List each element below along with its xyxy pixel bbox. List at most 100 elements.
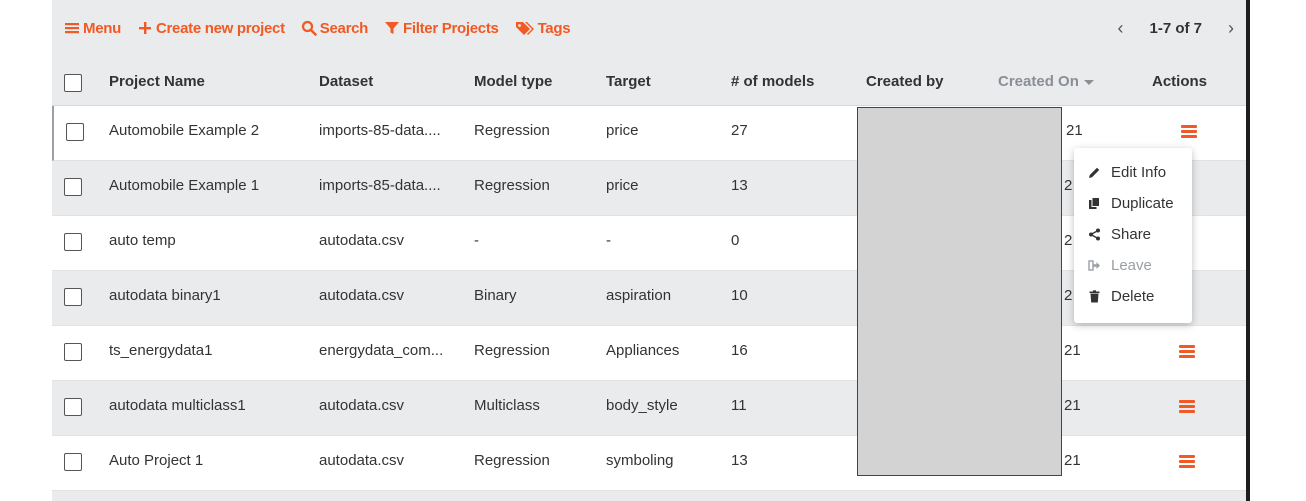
column-created-by[interactable]: Created by (866, 73, 944, 90)
created-on: 2 (1064, 287, 1073, 304)
created-on: 21 (1064, 342, 1081, 359)
select-all-checkbox[interactable] (64, 74, 82, 92)
target: - (606, 232, 611, 249)
dataset-name: autodata.csv (319, 397, 405, 414)
column-project-name[interactable]: Project Name (109, 73, 205, 90)
model-type: Binary (474, 287, 517, 304)
row-checkbox[interactable] (66, 123, 84, 141)
share-menu-item[interactable]: Share (1074, 219, 1192, 250)
models-count: 10 (731, 287, 748, 304)
target: price (606, 122, 639, 139)
table-row[interactable]: autodata multiclass1 autodata.csv Multic… (52, 381, 1246, 436)
create-project-button[interactable]: Create new project (137, 20, 285, 37)
table-row[interactable]: Automobile Example 2 imports-85-data....… (52, 106, 1246, 161)
duplicate-label: Duplicate (1111, 195, 1174, 212)
project-name[interactable]: Automobile Example 2 (109, 122, 260, 139)
target: Appliances (606, 342, 680, 359)
dataset-name: autodata.csv (319, 232, 405, 249)
target: aspiration (606, 287, 672, 304)
window-edge (1246, 0, 1250, 501)
sort-desc-icon (1083, 79, 1094, 85)
row-actions-menu-icon[interactable] (1179, 400, 1195, 413)
model-type: - (474, 232, 479, 249)
row-actions-menu-icon[interactable] (1179, 455, 1195, 468)
redacted-created-by (857, 107, 1062, 476)
row-checkbox[interactable] (64, 343, 82, 361)
models-count: 16 (731, 342, 748, 359)
target: body_style (606, 397, 678, 414)
created-on: 2 (1064, 232, 1073, 249)
tags-icon (515, 20, 535, 36)
search-icon (301, 20, 317, 36)
pagination: ‹ 1-7 of 7 › (1105, 0, 1246, 56)
row-checkbox[interactable] (64, 453, 82, 471)
column-num-models[interactable]: # of models (731, 73, 815, 90)
duplicate-menu-item[interactable]: Duplicate (1074, 188, 1192, 219)
prev-page-button[interactable]: ‹ (1117, 17, 1124, 38)
created-on: 21 (1064, 452, 1081, 469)
column-created-on[interactable]: Created On (998, 56, 1094, 106)
column-model-type[interactable]: Model type (474, 73, 553, 90)
dataset-name: autodata.csv (319, 452, 405, 469)
edit-info-menu-item[interactable]: Edit Info (1074, 157, 1192, 188)
tags-button[interactable]: Tags (515, 20, 571, 37)
models-count: 0 (731, 232, 740, 249)
model-type: Regression (474, 342, 550, 359)
created-on-label: Created On (998, 73, 1079, 90)
target: symboling (606, 452, 674, 469)
table-row[interactable]: ts_energydata1 energydata_com... Regress… (52, 326, 1246, 381)
table-row[interactable]: Auto Project 1 autodata.csv Regression s… (52, 436, 1246, 491)
table-row[interactable]: autodata binary1 autodata.csv Binary asp… (52, 271, 1246, 326)
share-label: Share (1111, 226, 1152, 243)
created-on: 2 (1064, 177, 1073, 194)
project-name[interactable]: ts_energydata1 (109, 342, 213, 359)
delete-menu-item[interactable]: Delete (1074, 281, 1192, 312)
project-name[interactable]: autodata multiclass1 (109, 397, 246, 414)
table-footer (52, 491, 1246, 501)
dataset-name: imports-85-data.... (319, 177, 441, 194)
model-type: Regression (474, 177, 550, 194)
edit-info-label: Edit Info (1111, 164, 1167, 181)
leave-menu-item: Leave (1074, 250, 1192, 281)
row-actions-dropdown: Edit Info Duplicate Share Leave Delete (1074, 148, 1192, 323)
plus-icon (137, 20, 153, 36)
pencil-icon (1088, 166, 1101, 179)
hamburger-icon (64, 20, 80, 36)
table-row[interactable]: auto temp autodata.csv - - 0 2 (52, 216, 1246, 271)
table-row[interactable]: Automobile Example 1 imports-85-data....… (52, 161, 1246, 216)
row-checkbox[interactable] (64, 398, 82, 416)
models-count: 13 (731, 452, 748, 469)
project-name[interactable]: Automobile Example 1 (109, 177, 260, 194)
row-actions-menu-icon[interactable] (1179, 345, 1195, 358)
project-name[interactable]: autodata binary1 (109, 287, 221, 304)
tags-label: Tags (537, 19, 571, 37)
project-name[interactable]: Auto Project 1 (109, 452, 204, 469)
next-page-button[interactable]: › (1228, 17, 1234, 38)
toolbar: Menu Create new project Search Filter Pr… (52, 0, 1246, 56)
sign-out-icon (1088, 259, 1101, 272)
trash-icon (1088, 290, 1101, 303)
target: price (606, 177, 639, 194)
table-header: Project Name Dataset Model type Target #… (52, 56, 1246, 106)
row-checkbox[interactable] (64, 178, 82, 196)
model-type: Multiclass (474, 397, 540, 414)
share-icon (1088, 228, 1101, 241)
dataset-name: energydata_com... (319, 342, 444, 359)
row-checkbox[interactable] (64, 288, 82, 306)
model-type: Regression (474, 122, 550, 139)
column-target[interactable]: Target (606, 73, 651, 90)
filter-label: Filter Projects (403, 19, 499, 37)
row-checkbox[interactable] (64, 233, 82, 251)
dataset-name: imports-85-data.... (319, 122, 441, 139)
models-count: 11 (731, 397, 747, 414)
menu-button[interactable]: Menu (64, 20, 121, 37)
dataset-name: autodata.csv (319, 287, 405, 304)
search-button[interactable]: Search (301, 20, 368, 37)
row-actions-menu-icon[interactable] (1181, 125, 1197, 138)
column-dataset[interactable]: Dataset (319, 73, 374, 90)
page-range: 1-7 of 7 (1149, 19, 1202, 37)
filter-icon (384, 20, 400, 36)
leave-label: Leave (1111, 257, 1152, 274)
filter-projects-button[interactable]: Filter Projects (384, 20, 499, 37)
project-name[interactable]: auto temp (109, 232, 176, 249)
